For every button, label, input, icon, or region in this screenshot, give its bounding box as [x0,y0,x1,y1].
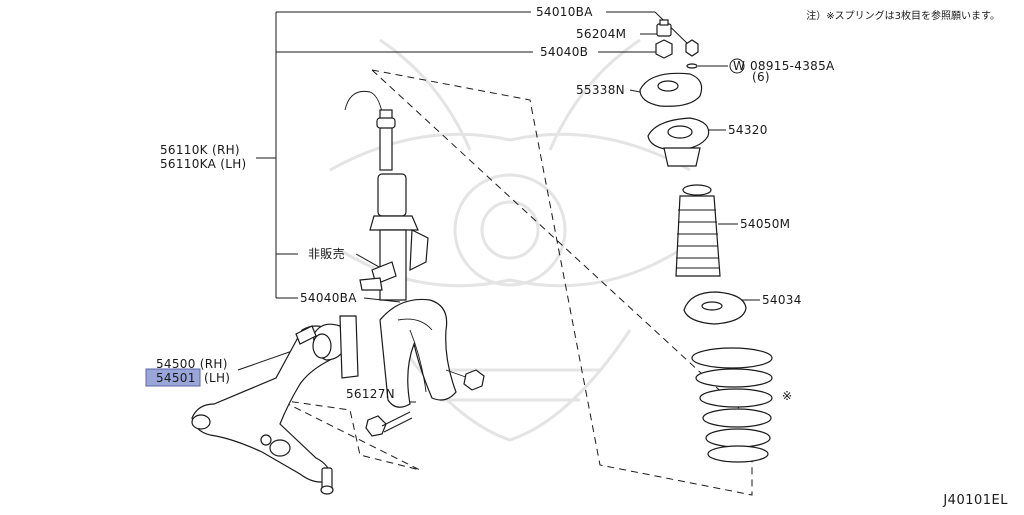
note-text: 注）※スプリングは3枚目を参照願います。 [806,9,1000,22]
nut-56204m [656,19,672,37]
nut-08915 [685,39,699,69]
label-54501[interactable]: 54501 [156,371,196,385]
label-not-sold: 非販売 [308,246,345,261]
label-56110ka[interactable]: 56110KA (LH) [160,157,247,171]
assembly-outline-strut [370,69,753,496]
highlight-54501[interactable] [145,368,201,387]
label-54040ba[interactable]: 54040BA [300,291,357,305]
label-54040b[interactable]: 54040B [540,45,588,59]
label-54500[interactable]: 54500 (RH) [156,357,228,371]
bump-stop-54050m [675,184,721,277]
watermark-emblem [329,38,691,442]
shock-absorber-strut [344,90,429,301]
label-54050m[interactable]: 54050M [740,217,790,231]
label-56204m[interactable]: 56204M [576,27,626,41]
diagram-code: J40101EL [942,493,1008,508]
label-54501-side: (LH) [204,371,230,385]
label-w-mark: W [733,59,745,73]
coil-spring [691,347,773,463]
mount-insulator-55338n [639,72,703,107]
assembly-outline-arm [279,399,421,471]
washer-symbol-icon [729,58,745,74]
label-54320[interactable]: 54320 [728,123,768,137]
spring-seat-54034 [683,291,747,325]
lower-control-arm [191,315,359,495]
label-56110k[interactable]: 56110K (RH) [160,143,240,157]
steering-knuckle [379,298,485,408]
label-54034[interactable]: 54034 [762,293,802,307]
label-56127n[interactable]: 56127N [346,387,395,401]
strut-mount-54320 [647,117,710,167]
label-08915[interactable]: 08915-4385A [750,59,835,73]
bolt-56127n [365,411,413,437]
label-54010ba[interactable]: 54010BA [536,5,593,19]
label-08915-qty: (6) [752,70,770,84]
label-55338n[interactable]: 55338N [576,83,625,97]
nut-54040b [655,39,673,59]
spring-mark: ※ [782,389,792,403]
